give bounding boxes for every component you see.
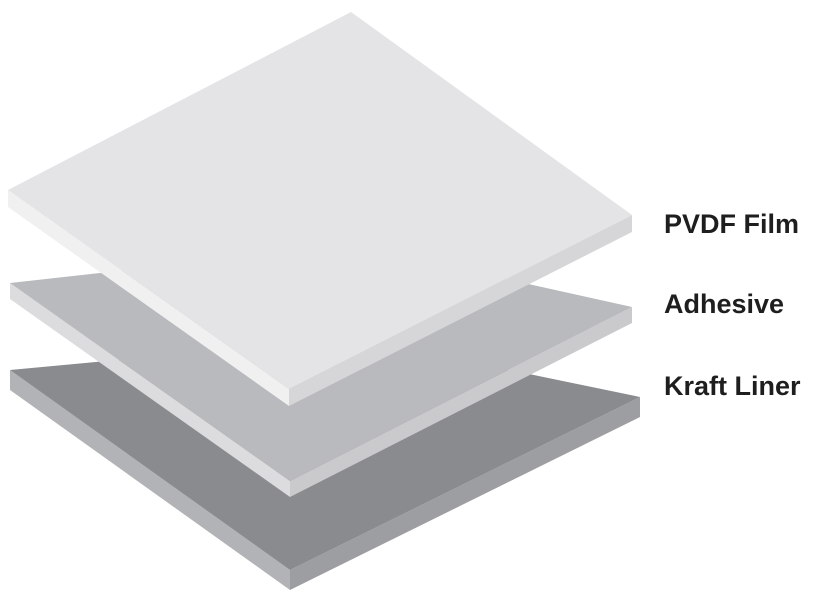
pvdf-film-left-edge <box>8 190 289 406</box>
pvdf-film-sheet <box>8 12 632 406</box>
pvdf-film-label: PVDF Film <box>664 209 800 239</box>
adhesive-label: Adhesive <box>664 289 785 319</box>
pvdf-film-right-edge <box>289 215 632 406</box>
kraft-liner-left-edge <box>10 370 290 590</box>
kraft-liner-right-edge <box>290 397 640 590</box>
adhesive-left-edge <box>10 283 290 497</box>
pvdf-film-top-face <box>8 12 632 389</box>
adhesive-right-edge <box>290 307 632 497</box>
kraft-liner-label: Kraft Liner <box>664 371 801 401</box>
